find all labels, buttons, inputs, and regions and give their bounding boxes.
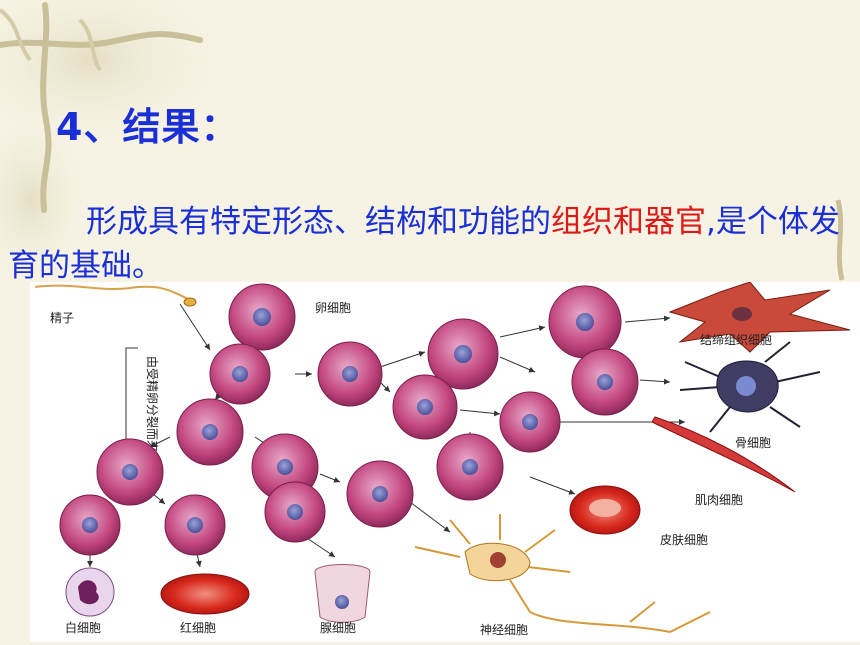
gland-cell	[314, 564, 371, 623]
cells	[59, 283, 639, 556]
cell-differentiation-figure: 由受精卵分裂而来的细胞	[30, 282, 860, 642]
nerve-label: 神经细胞	[480, 623, 528, 637]
red-blood-cell	[160, 573, 250, 615]
paragraph-part2: ,是个体发育的基础。	[8, 204, 840, 284]
muscle-label: 肌肉细胞	[695, 493, 743, 507]
red-blood-label: 红细胞	[180, 620, 216, 635]
cell-diagram: 由受精卵分裂而来的细胞	[34, 282, 851, 637]
sperm-label: 精子	[50, 311, 74, 325]
egg-label: 卵细胞	[315, 301, 351, 315]
paragraph-highlight: 组织和器官	[551, 204, 706, 240]
nerve-cell	[414, 514, 711, 633]
connective-label: 结缔组织细胞	[700, 332, 772, 347]
skin-label: 皮肤细胞	[660, 532, 708, 547]
paragraph-part1: 形成具有特定形态、结构和功能的	[86, 204, 551, 240]
slide-heading: 4、结果：	[56, 105, 240, 149]
result-paragraph: 形成具有特定形态、结构和功能的组织和器官,是个体发育的基础。	[8, 200, 848, 288]
white-blood-label: 白细胞	[65, 620, 101, 635]
muscle-cell	[651, 416, 796, 493]
bone-cell	[679, 341, 821, 433]
bone-label: 骨细胞	[735, 436, 771, 450]
gland-label: 腺细胞	[320, 621, 356, 635]
egg-cell	[228, 283, 296, 351]
connective-tissue-cell	[668, 282, 851, 353]
